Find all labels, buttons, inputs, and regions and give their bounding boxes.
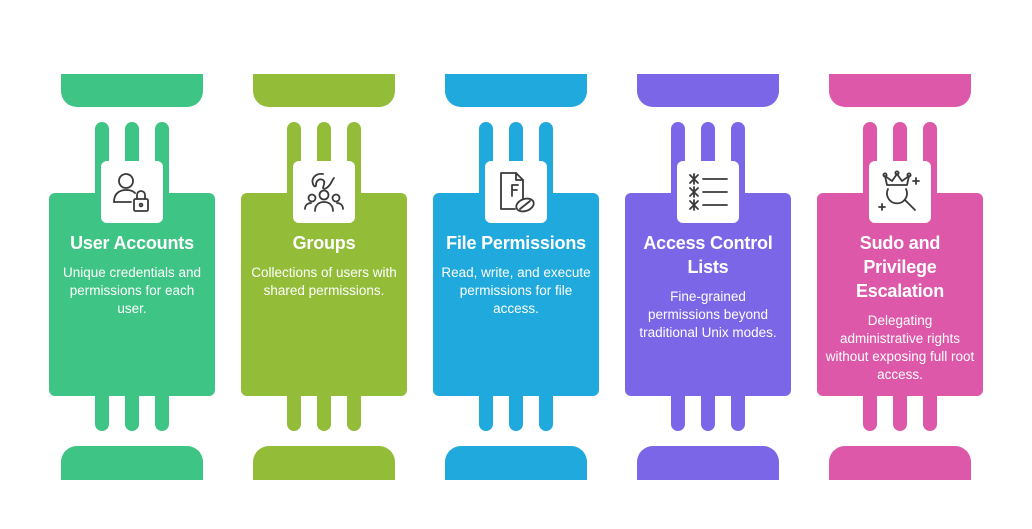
pillar-prong <box>155 388 169 431</box>
pillar-sudo-privilege-escalation: Sudo and Privilege Escalation Delegating… <box>817 0 983 529</box>
pillar-top-cap <box>253 74 395 107</box>
pillar-user-accounts: User Accounts Unique credentials and per… <box>49 0 215 529</box>
pillar-prong <box>479 388 493 431</box>
pillar-description: Delegating administrative rights without… <box>825 313 975 382</box>
pillar-bottom-cap <box>61 446 203 480</box>
pillar-card: Groups Collections of users with shared … <box>241 193 407 396</box>
pillar-title: User Accounts <box>70 233 194 253</box>
pillar-card: Sudo and Privilege Escalation Delegating… <box>817 193 983 396</box>
pillar-prong <box>125 388 139 431</box>
pillar-prong <box>701 388 715 431</box>
pillar-prong <box>317 388 331 431</box>
pillar-description: Fine-grained permissions beyond traditio… <box>639 289 777 340</box>
pillar-groups: Groups Collections of users with shared … <box>241 0 407 529</box>
file-permission-icon <box>485 161 547 223</box>
user-lock-icon <box>101 161 163 223</box>
pillar-prong <box>509 388 523 431</box>
crown-search-icon <box>869 161 931 223</box>
pillar-prong <box>539 388 553 431</box>
pillar-description: Collections of users with shared permiss… <box>251 265 397 298</box>
pillar-bottom-cap <box>445 446 587 480</box>
pillar-title: Sudo and Privilege Escalation <box>855 233 945 301</box>
pillar-bottom-cap <box>829 446 971 480</box>
pillar-prong <box>347 388 361 431</box>
pillar-top-cap <box>61 74 203 107</box>
pillar-card: Access Control Lists Fine-grained permis… <box>625 193 791 396</box>
pillar-card: User Accounts Unique credentials and per… <box>49 193 215 396</box>
pillar-file-permissions: File Permissions Read, write, and execut… <box>433 0 599 529</box>
pillar-top-cap <box>637 74 779 107</box>
user-group-icon <box>293 161 355 223</box>
pillar-prong <box>731 388 745 431</box>
pillar-description: Unique credentials and permissions for e… <box>62 265 202 316</box>
pillar-bottom-cap <box>637 446 779 480</box>
pillar-card: File Permissions Read, write, and execut… <box>433 193 599 396</box>
pillar-prong <box>95 388 109 431</box>
pillar-prong <box>893 388 907 431</box>
pillar-bottom-cap <box>253 446 395 480</box>
pillar-prong <box>287 388 301 431</box>
pillar-prong <box>923 388 937 431</box>
pillar-top-cap <box>445 74 587 107</box>
pillar-title: Groups <box>292 233 356 253</box>
pillar-top-cap <box>829 74 971 107</box>
pillar-prong <box>863 388 877 431</box>
checklist-icon <box>677 161 739 223</box>
pillar-prong <box>671 388 685 431</box>
pillar-description: Read, write, and execute permissions for… <box>441 265 591 316</box>
pillar-access-control-lists: Access Control Lists Fine-grained permis… <box>625 0 791 529</box>
pillar-title: File Permissions <box>446 233 586 253</box>
pillar-title: Access Control Lists <box>643 233 773 277</box>
